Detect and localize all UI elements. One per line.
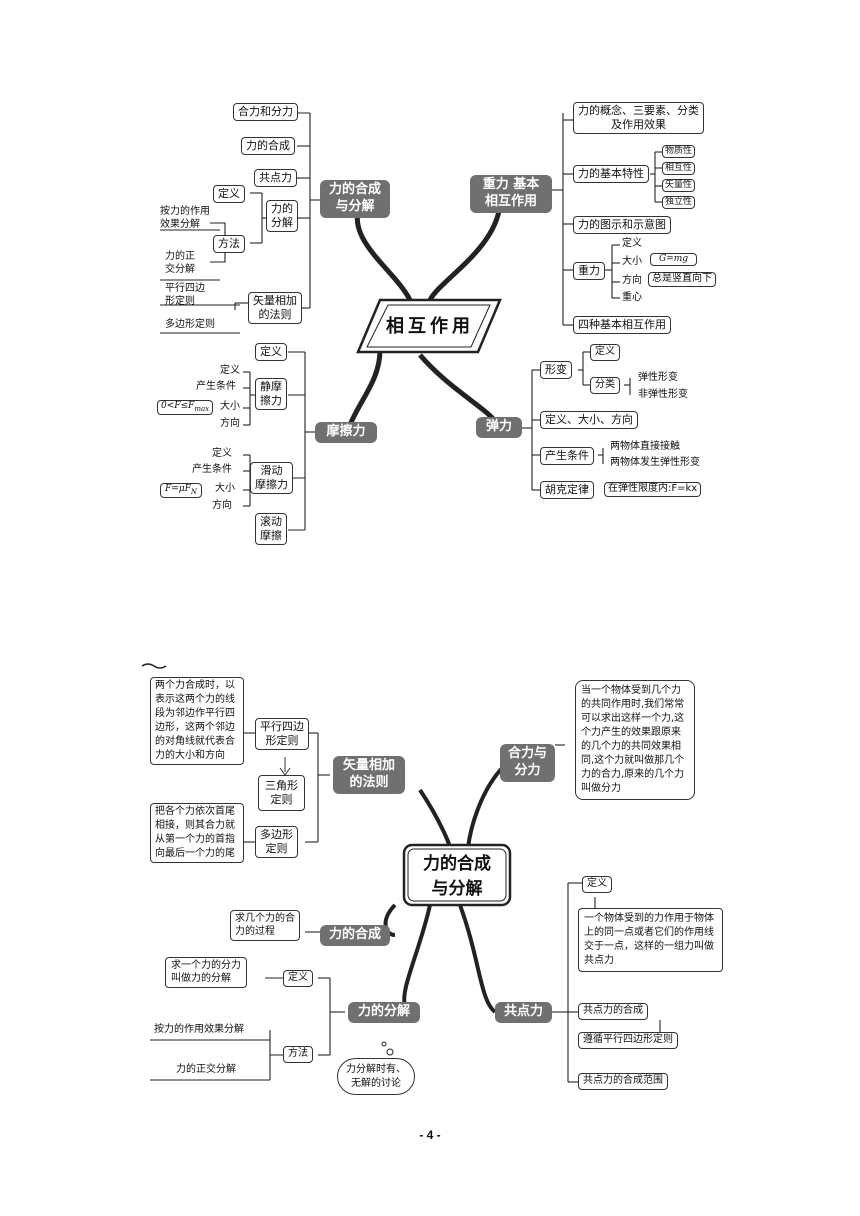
node-by-effect: 按力的作用 效果分解: [160, 206, 210, 230]
trait-1: 物质性: [662, 145, 696, 159]
resultant-desc: 当一个物体受到几个力的共同作用时,我们常常可以求出这样一个力,这个力产生的效果跟…: [575, 680, 695, 800]
polygon-desc: 把各个力依次首尾相接，则其合力就从第一个力的首指向最后一个力的尾: [150, 803, 244, 863]
hub-compose: 力的合成 与分解: [320, 180, 390, 218]
node-parallelogram-2: 平行四边 形定则: [255, 718, 309, 750]
static-item-3: 大小: [220, 401, 240, 412]
node-force-concept: 力的概念、三要素、分类 及作用效果: [573, 102, 704, 134]
sliding-formula-main: F=μF: [165, 484, 191, 494]
node-condition: 产生条件: [540, 447, 594, 465]
decomp-def-desc: 求一个力的分力 叫做力的分解: [165, 957, 247, 988]
static-item-2: 产生条件: [196, 381, 236, 392]
node-g-formula: G=mg: [650, 253, 698, 267]
node-decomp-def-2: 定义: [283, 970, 313, 987]
node-elastic-deform: 弹性形变: [638, 372, 678, 383]
trait-2: 相互性: [662, 162, 696, 176]
static-item-1: 定义: [220, 365, 240, 376]
static-item-4: 方向: [220, 418, 240, 429]
node-friction-def: 定义: [255, 343, 287, 361]
node-hooke: 胡克定律: [540, 481, 594, 499]
node-by-effect-2: 按力的作用效果分解: [154, 1024, 244, 1035]
node-triangle: 三角形 定则: [258, 775, 305, 811]
sliding-formula-sub: N: [190, 487, 198, 496]
node-def-size-dir: 定义、大小、方向: [540, 411, 638, 429]
node-rolling-friction: 滚动 摩擦: [255, 513, 287, 545]
node-g-dir-val: 总是竖直向下: [648, 272, 716, 287]
static-formula: 0<F≤Fmax: [157, 400, 214, 415]
node-parallelogram: 平行四边 形定则: [165, 283, 205, 307]
node-g-dir: 方向: [622, 275, 642, 286]
center-parallelogram: [356, 298, 502, 354]
node-hooke-val: 在弹性限度内:F=kx: [604, 482, 702, 497]
center-node: 相互作用: [386, 316, 474, 337]
node-decomp-method: 方法: [213, 235, 245, 253]
node-concurrent-def: 定义: [582, 876, 612, 893]
node-gravity: 重力: [573, 262, 605, 280]
node-cond-2: 两物体发生弹性形变: [610, 457, 700, 468]
sliding-item-1: 定义: [212, 448, 232, 459]
node-g-center: 重心: [622, 292, 642, 303]
center-node-2: 力的合成 与分解: [423, 854, 491, 899]
page-number: - 4 -: [419, 1128, 441, 1142]
composition-desc: 求几个力的合 力的过程: [230, 910, 300, 941]
node-polygon-2: 多边形 定则: [255, 826, 298, 858]
node-four-interactions: 四种基本相互作用: [573, 316, 671, 334]
sliding-item-4: 方向: [212, 500, 232, 511]
node-vector-rule: 矢量相加 的法则: [248, 292, 302, 324]
node-sliding-friction: 滑动 摩擦力: [250, 462, 293, 494]
sliding-item-3: 大小: [215, 483, 235, 494]
node-resultant: 合力和分力: [233, 103, 298, 121]
trait-4: 独立性: [662, 196, 696, 210]
node-decomposition: 力的 分解: [266, 200, 298, 232]
node-concurrent-composition: 共点力的合成: [578, 1003, 648, 1020]
node-concurrent-range: 共点力的合成范围: [578, 1073, 668, 1090]
node-polygon: 多边形定则: [165, 319, 215, 330]
hub-concurrent: 共点力: [495, 1002, 552, 1023]
parallelogram-desc: 两个力合成时，以表示这两个力的线段为邻边作平行四边形，这两个邻边的对角线就代表合…: [150, 677, 244, 765]
hub-composition: 力的合成: [320, 925, 390, 946]
node-orthogonal: 力的正 交分解: [165, 251, 195, 275]
node-force-traits: 力的基本特性: [573, 165, 649, 183]
hub-decomposition: 力的分解: [348, 1002, 420, 1023]
node-decomp-method-2: 方法: [283, 1046, 313, 1063]
node-deform-classify: 分类: [590, 377, 620, 394]
node-g-size: 大小: [622, 256, 642, 267]
node-cond-1: 两物体直接接触: [610, 441, 680, 452]
hub-resultant: 合力与 分力: [500, 744, 555, 782]
static-formula-sub: max: [194, 404, 210, 413]
static-formula-main: 0<F≤F: [161, 401, 195, 411]
cloud-discussion: 力分解时有、 无解的讨论: [337, 1058, 415, 1095]
node-concurrent-rule: 遵循平行四边形定则: [578, 1032, 678, 1049]
sliding-item-2: 产生条件: [192, 464, 232, 475]
node-orthogonal-2: 力的正交分解: [176, 1064, 236, 1075]
trait-3: 矢量性: [662, 179, 696, 193]
node-composition: 力的合成: [241, 137, 295, 155]
hub-elastic: 弹力: [476, 417, 522, 438]
node-inelastic-deform: 非弹性形变: [638, 389, 688, 400]
node-static-friction: 静摩 擦力: [255, 378, 287, 410]
node-force-diagram: 力的图示和示意图: [573, 216, 671, 234]
node-deformation: 形变: [540, 361, 572, 379]
concurrent-def-desc: 一个物体受到的力作用于物体上的同一点或者它们的作用线交于一点，这样的一组力叫做共…: [578, 908, 723, 972]
hub-basic: 重力 基本 相互作用: [470, 175, 552, 213]
hub-friction: 摩擦力: [315, 422, 377, 443]
node-g-def: 定义: [622, 238, 642, 249]
hub-vector-rule: 矢量相加 的法则: [333, 756, 405, 794]
node-concurrent: 共点力: [254, 169, 297, 187]
node-decomp-definition: 定义: [213, 185, 245, 203]
node-deform-def: 定义: [590, 344, 620, 361]
sliding-formula: F=μFN: [160, 483, 203, 498]
